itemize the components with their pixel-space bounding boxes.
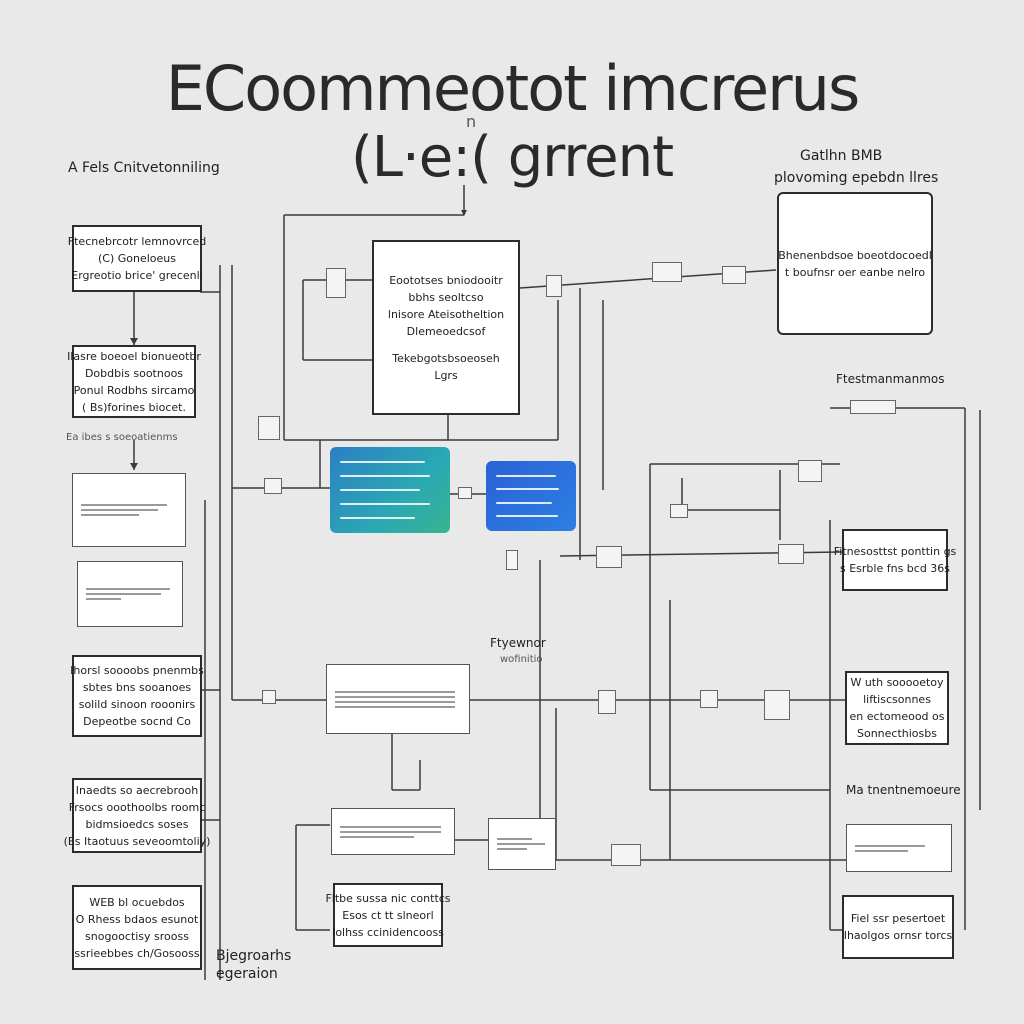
left-box-1: Ftecnebrcotr lemnovrced (C) Goneloeus Er… — [68, 225, 206, 292]
connector-chip — [850, 400, 896, 414]
connector-chip — [262, 690, 276, 704]
connector-chip — [546, 275, 562, 297]
label-right-lower: Ma tnentnemoeure — [846, 783, 961, 797]
connector-chip — [652, 262, 682, 282]
label-top-right-1: Gatlhn BMB — [800, 148, 883, 164]
label-bottom-center-2: egeraion — [216, 966, 278, 982]
left-box-4 — [77, 561, 183, 627]
diagram-subtitle: (L·e:( grrent — [350, 125, 674, 190]
connector-chip — [764, 690, 790, 720]
bottom-center-box: Fltbe sussa nic conttcs Esos ct tt slneo… — [325, 883, 451, 947]
left-box-7: WEB bl ocuebdos O Rhess bdaos esunot sno… — [72, 885, 202, 970]
label-left-caption: Ea ibes s soeoatienms — [66, 432, 178, 443]
left-box-6: Inaedts so aecrebrooh Frsocs ooothoolbs … — [64, 778, 210, 853]
label-mid-right: Ftestmanmanmos — [836, 372, 945, 386]
connector-chip — [258, 416, 280, 440]
green-data-panel — [330, 447, 450, 533]
label-mid-center: Ftyewnor — [490, 636, 546, 650]
lower-center-box — [331, 808, 455, 855]
blue-data-panel — [486, 461, 576, 531]
title-mini-label: n — [466, 112, 477, 131]
right-box-1: Fitnesosttst ponttin gs s Esrble fns bcd… — [834, 529, 956, 591]
right-box-3 — [846, 824, 952, 872]
connector-chip — [798, 460, 822, 482]
connector-chip — [598, 690, 616, 714]
connector-chip — [264, 478, 282, 494]
label-bottom-center-1: Bjegroarhs — [216, 948, 292, 964]
label-top-left: A Fels Cnitvetonniling — [68, 160, 220, 176]
connector-chip — [778, 544, 804, 564]
connector-chip — [596, 546, 622, 568]
connector-chip — [700, 690, 718, 708]
lower-center-small-box — [488, 818, 556, 870]
top-right-box: Bhenenbdsoe boeotdocoedl t boufnsr oer e… — [777, 192, 933, 335]
connector-chip — [458, 487, 472, 499]
left-box-5: Ihorsl soooobs pnenmbs sbtes bns sooanoe… — [70, 655, 204, 737]
right-box-4: Fiel ssr pesertoet Ihaolgos ornsr torcs — [842, 895, 954, 959]
left-box-2: Ilasre boeoel bionueotbr Dobdbis sootnoo… — [67, 345, 201, 418]
connector-chip — [326, 268, 346, 298]
connector-chip — [611, 844, 641, 866]
label-mid-center-sub: wofinitio — [500, 654, 543, 665]
connector-chip — [506, 550, 518, 570]
middle-list-box — [326, 664, 470, 734]
connector-chip — [722, 266, 746, 284]
diagram-title: ECoommeotot imcrerus — [165, 52, 861, 125]
center-main-box: Eoototses bniodooitr bbhs seoltcso lniso… — [372, 240, 520, 415]
left-box-3 — [72, 473, 186, 547]
connector-chip — [670, 504, 688, 518]
right-box-2: W uth sooooetoy liftiscsonnes en ectomeo… — [845, 671, 949, 745]
label-top-right-2: plovoming epebdn llres — [774, 170, 939, 186]
